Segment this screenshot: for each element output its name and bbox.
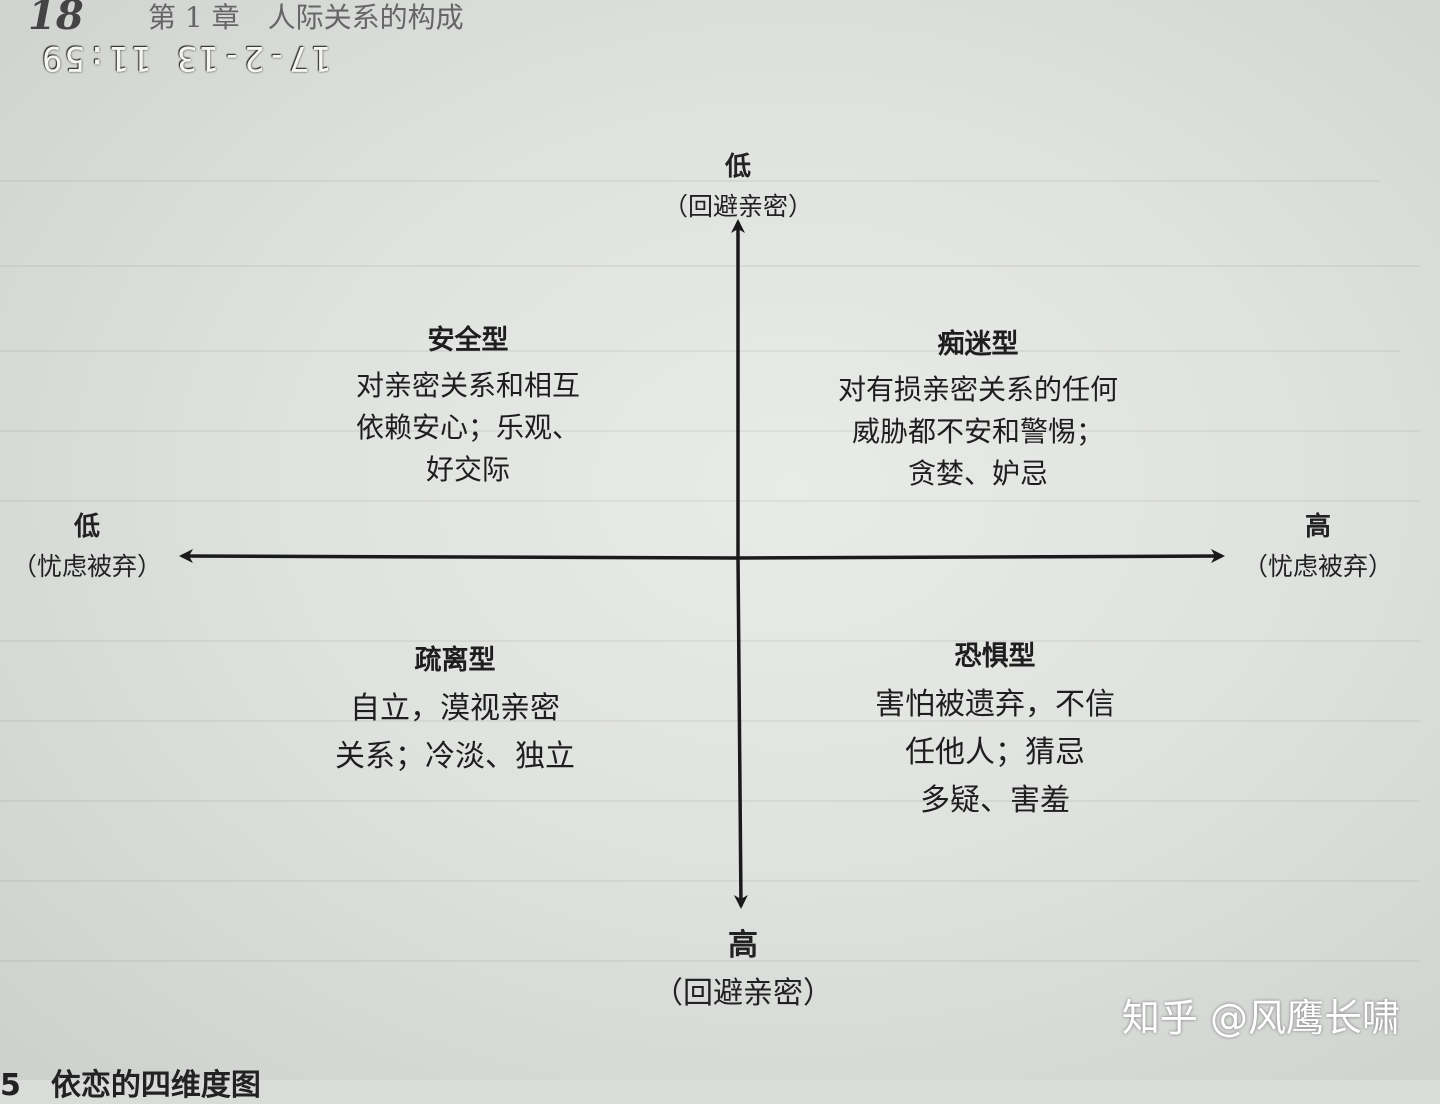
- quadrant-preoccupied: 痴迷型 对有损亲密关系的任何 威胁都不安和警惕； 贪婪、妒忌: [808, 322, 1148, 495]
- bleed-line: [0, 350, 1400, 352]
- bleed-line: [0, 180, 1380, 182]
- quadrant-dismissing: 疏离型 自立，漠视亲密 关系；冷淡、独立: [300, 638, 610, 781]
- bleed-line: [0, 880, 1420, 882]
- quadrant-title: 痴迷型: [937, 329, 1019, 360]
- quadrant-line: 对亲密关系和相互: [355, 369, 580, 402]
- quadrant-line: 关系；冷淡、独立: [335, 739, 575, 774]
- vertical-axis-down-arrow: [733, 557, 748, 909]
- axis-right-level: 高: [1304, 512, 1331, 542]
- bleed-line: [0, 960, 1420, 962]
- axis-left-level: 低: [73, 512, 100, 542]
- quadrant-secure: 安全型 对亲密关系和相互 依赖安心；乐观、 好交际: [318, 318, 618, 491]
- axis-label-bottom: 高 （回避亲密）: [638, 920, 848, 1012]
- axis-bottom-level: 高: [728, 928, 758, 963]
- axis-label-left: 低 （忧虑被弃）: [0, 506, 182, 583]
- quadrant-line: 害怕被遗弃，不信: [875, 687, 1115, 722]
- horizontal-axis-left-arrow: [179, 549, 739, 564]
- axis-top-level: 低: [724, 152, 751, 182]
- axis-left-caption: （忧虑被弃）: [11, 552, 162, 581]
- quadrant-line: 对有损亲密关系的任何: [837, 373, 1118, 406]
- horizontal-axis-right-arrow: [737, 549, 1225, 564]
- axis-label-top: 低 （回避亲密）: [638, 146, 838, 223]
- quadrant-line: 自立，漠视亲密: [350, 691, 560, 726]
- zhihu-watermark: 知乎 @风鹰长啸: [1121, 996, 1400, 1040]
- quadrant-title: 疏离型: [414, 645, 496, 676]
- figure-caption: 5 依恋的四维度图: [0, 1068, 261, 1103]
- bleed-line: [0, 265, 1420, 267]
- axis-bottom-caption: （回避亲密）: [653, 976, 833, 1011]
- chapter-title: 第 1 章 人际关系的构成: [148, 1, 464, 34]
- quadrant-line: 贪婪、妒忌: [907, 457, 1048, 490]
- quadrant-line: 多疑、害羞: [920, 783, 1070, 818]
- bleed-line: [0, 430, 1420, 432]
- quadrant-line: 依赖安心；乐观、: [355, 411, 580, 444]
- quadrant-line: 任他人；猜忌: [905, 735, 1085, 770]
- bleed-line: [0, 640, 1420, 642]
- axis-top-caption: （回避亲密）: [662, 192, 813, 221]
- bleed-line: [0, 800, 1420, 802]
- axis-label-right: 高 （忧虑被弃）: [1218, 506, 1418, 583]
- quadrant-fearful: 恐惧型 害怕被遗弃，不信 任他人；猜忌 多疑、害羞: [840, 634, 1150, 825]
- quadrant-line: 好交际: [425, 453, 510, 486]
- page-number: 18: [28, 0, 84, 39]
- bleed-line: [0, 720, 1420, 722]
- attachment-quadrant-diagram: [179, 219, 1225, 909]
- quadrant-title: 安全型: [427, 325, 509, 356]
- quadrant-title: 恐惧型: [954, 641, 1036, 672]
- axis-right-caption: （忧虑被弃）: [1242, 552, 1393, 581]
- quadrant-line: 威胁都不安和警惕；: [851, 415, 1104, 448]
- bleed-line: [0, 500, 1420, 502]
